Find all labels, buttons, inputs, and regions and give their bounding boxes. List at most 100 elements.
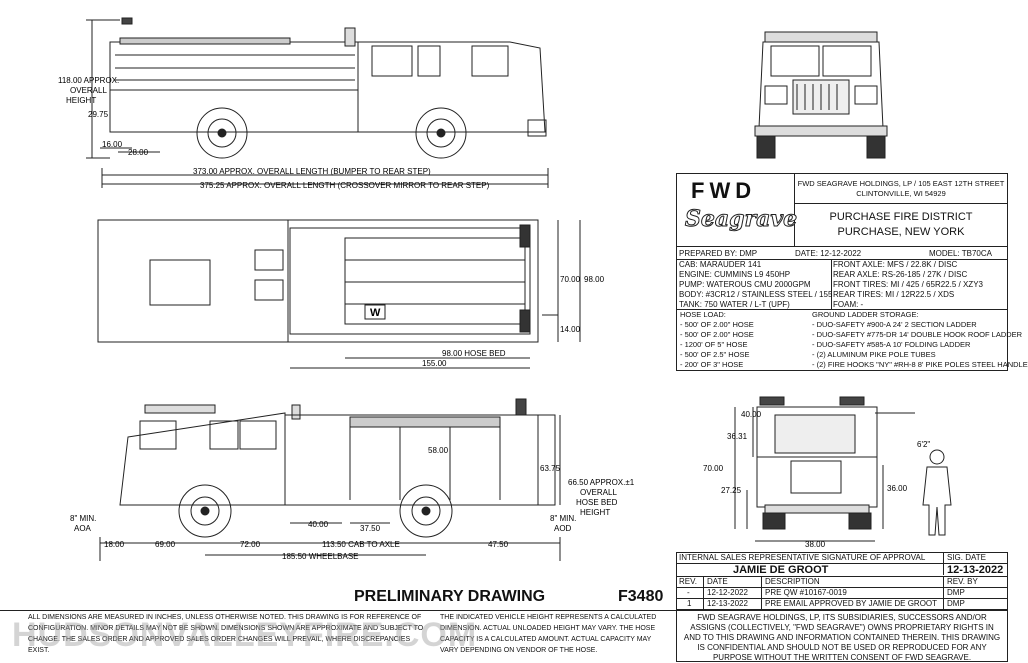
plan-dim-7000: 70.00 (560, 275, 581, 284)
spec-front-axle: FRONT AXLE: MFS / 22.8K / DISC (833, 260, 958, 269)
rev-row-1-description: PRE QW #10167-0019 (765, 588, 847, 597)
bottom-dim-6375: 63.75 (540, 464, 561, 473)
ground-ladder-item: - DUO-SAFETY #585-A 10' FOLDING LADDER (812, 340, 971, 349)
hose-bed-height-2: OVERALL (580, 488, 617, 497)
hose-load-title: HOSE LOAD: (680, 310, 726, 319)
hose-load-item: - 1200' OF 5" HOSE (680, 340, 748, 349)
spec-front-tires: FRONT TIRES: MI / 425 / 65R22.5 / XZY3 (833, 280, 983, 289)
rev-row-2-rev: 1 (687, 599, 692, 608)
bottom-dim-6900: 69.00 (155, 540, 176, 549)
ground-ladder-item: - DUO-SAFETY #775-DR 14' DOUBLE HOOK ROO… (812, 330, 1023, 339)
proprietary-notice: FWD SEAGRAVE HOLDINGS, LP, ITS SUBSIDIAR… (676, 610, 1008, 662)
plan-dim-9800: 98.00 (584, 275, 605, 284)
rev-row-1-by: DMP (947, 588, 965, 597)
figure-height-label: 6'2" (917, 440, 930, 449)
ground-ladder-title: GROUND LADDER STORAGE: (812, 310, 919, 319)
prepared-date: DATE: 12-12-2022 (795, 249, 862, 258)
seagrave-logo: Seagrave (684, 206, 798, 233)
height-label-3: HEIGHT (66, 96, 96, 105)
drawing-number: F3480 (618, 588, 664, 605)
note-left: ALL DIMENSIONS ARE MEASURED IN INCHES, U… (28, 614, 424, 654)
rear-dim-3600: 36.00 (887, 484, 908, 493)
overall-length-mirror: 375.25 APPROX. OVERALL LENGTH (CROSSOVER… (200, 181, 490, 190)
plan-view-drawing: 70.00 98.00 14.00 98.00 HOSE BED 155.00 … (97, 219, 605, 369)
rev-header-date: DATE (707, 577, 728, 586)
title-block: FWD Seagrave FWD SEAGRAVE HOLDINGS, LP /… (676, 173, 1008, 371)
signature: JAMIE DE GROOT (733, 564, 829, 576)
plan-w-mark: W (370, 307, 381, 319)
dim-2975: 29.75 (88, 110, 109, 119)
bottom-dim-7200: 72.00 (240, 540, 261, 549)
bottom-dim-3750: 37.50 (360, 524, 381, 533)
rev-row-2-by: DMP (947, 599, 965, 608)
hose-load-item: - 500' OF 2.5" HOSE (680, 350, 750, 359)
overall-length: 373.00 APPROX. OVERALL LENGTH (BUMPER TO… (193, 167, 431, 176)
aoa-line1: 8" MIN. (70, 514, 96, 523)
footer-divider (0, 610, 676, 611)
hose-load-item: - 500' OF 2.00" HOSE (680, 330, 754, 339)
spec-tank: TANK: 750 WATER / L-T (UPF) (679, 300, 790, 309)
height-label-1: 118.00 APPROX. (58, 76, 119, 85)
bottom-dim-1800: 18.00 (104, 540, 125, 549)
side-view-bottom-drawing: 58.00 63.75 66.50 APPROX.±1 OVERALL HOSE… (70, 398, 635, 561)
sig-date-header: SIG. DATE (947, 553, 986, 562)
dim-1600: 16.00 (102, 140, 123, 149)
hose-bed-height-1: 66.50 APPROX.±1 (568, 478, 635, 487)
plan-dim-1400: 14.00 (560, 325, 581, 334)
fwd-logo: FWD (691, 178, 757, 203)
rev-row-1-date: 12-12-2022 (707, 588, 748, 597)
ground-ladder-item: - DUO-SAFETY #900-A 24' 2 SECTION LADDER (812, 320, 977, 329)
aoa-line2: AOA (74, 524, 92, 533)
hose-bed-height-4: HEIGHT (580, 508, 610, 517)
plan-hose-bed: 98.00 HOSE BED (442, 349, 506, 358)
watermark: HUDSONVALLEYFIRE.COM (12, 616, 478, 654)
approval-block: INTERNAL SALES REPRESENTATIVE SIGNATURE … (676, 552, 1008, 610)
aod-line1: 8" MIN. (550, 514, 576, 523)
spec-rear-tires: REAR TIRES: MI / 12R22.5 / XDS (833, 290, 955, 299)
cab-to-axle: 113.50 CAB TO AXLE (322, 540, 400, 549)
customer-location: PURCHASE, NEW YORK (837, 226, 965, 238)
customer-block: PURCHASE FIRE DISTRICT PURCHASE, NEW YOR… (795, 204, 1007, 247)
rear-dim-3631: 36.31 (727, 432, 748, 441)
spec-engine: ENGINE: CUMMINS L9 450HP (679, 270, 791, 279)
model: MODEL: TB70CA (929, 249, 992, 258)
preliminary-drawing-title: PRELIMINARY DRAWING (354, 588, 546, 605)
hose-bed-height-3: HOSE BED (576, 498, 618, 507)
address-line-1: FWD SEAGRAVE HOLDINGS, LP / 105 EAST 12T… (797, 179, 1005, 188)
rear-dim-4000: 40.00 (741, 410, 762, 419)
address-line-2: CLINTONVILLE, WI 54929 (856, 189, 946, 198)
ground-ladder-list: GROUND LADDER STORAGE: - DUO-SAFETY #900… (812, 310, 1028, 370)
rear-dim-7000: 70.00 (703, 464, 724, 473)
spec-pump: PUMP: WATEROUS CMU 2000GPM (679, 280, 811, 289)
company-address: FWD SEAGRAVE HOLDINGS, LP / 105 EAST 12T… (795, 174, 1007, 204)
customer-name: PURCHASE FIRE DISTRICT (829, 211, 973, 223)
rear-dim-2725: 27.25 (721, 486, 742, 495)
rev-header-description: DESCRIPTION (765, 577, 820, 586)
sig-header: INTERNAL SALES REPRESENTATIVE SIGNATURE … (679, 553, 926, 562)
bottom-dim-4000: 40.00 (308, 520, 329, 529)
plan-dim-15500: 155.00 (422, 359, 447, 368)
rev-header-rev: REV. (679, 577, 697, 586)
prepared-by: PREPARED BY: DMP (679, 249, 758, 258)
rev-header-by: REV. BY (947, 577, 978, 586)
spec-body: BODY: #3CR12 / STAINLESS STEEL / 155 (679, 290, 833, 299)
note-middle: THE INDICATED VEHICLE HEIGHT REPRESENTS … (440, 614, 657, 654)
dim-2800: 28.00 (128, 148, 149, 157)
rev-row-1-rev: - (687, 588, 690, 597)
side-view-top-drawing: 118.00 APPROX. OVERALL HEIGHT 29.75 16.0… (58, 17, 549, 190)
logo-area: FWD Seagrave (677, 174, 798, 247)
spec-foam: FOAM: - (833, 300, 864, 309)
bottom-dim-4750: 47.50 (488, 540, 509, 549)
rear-view-drawing: 40.00 36.31 70.00 27.25 36.00 38.00 6'2" (703, 396, 952, 549)
hose-load-list: HOSE LOAD: - 500' OF 2.00" HOSE - 500' O… (680, 310, 754, 370)
wheelbase: 185.50 WHEELBASE (282, 552, 358, 561)
height-label-2: OVERALL (70, 86, 107, 95)
ground-ladder-item: - (2) FIRE HOOKS "NY" #RH-8 8' PIKE POLE… (812, 360, 1028, 369)
aod-line2: AOD (554, 524, 572, 533)
rev-row-2-description: PRE EMAIL APPROVED BY JAMIE DE GROOT (765, 599, 938, 608)
spec-rear-axle: REAR AXLE: RS-26-185 / 27K / DISC (833, 270, 968, 279)
rev-row-2-date: 12-13-2022 (707, 599, 748, 608)
front-view-drawing (754, 31, 888, 159)
spec-cab: CAB: MARAUDER 141 (679, 260, 762, 269)
hose-load-item: - 500' OF 2.00" HOSE (680, 320, 754, 329)
